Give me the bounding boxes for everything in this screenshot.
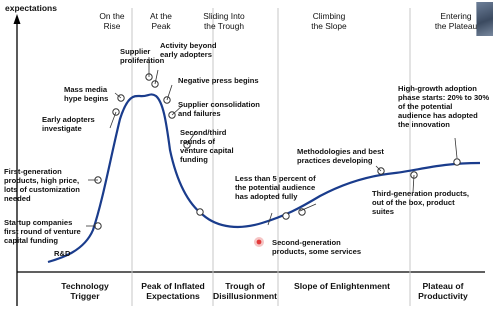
corner-thumbnail — [476, 2, 493, 36]
hype-curve — [47, 93, 481, 264]
cursor-dot — [256, 239, 262, 245]
milestone-marker — [282, 212, 290, 220]
annotation-third-gen: Third-generation products,out of the box… — [372, 189, 470, 216]
y-axis-arrow — [13, 14, 21, 24]
phase-bottom-label: Slope of Enlightenment — [294, 281, 390, 291]
milestone-markers — [94, 73, 461, 230]
annotation-negative-press: Negative press begins — [178, 76, 259, 85]
leader-lines — [86, 57, 458, 227]
y-axis-label: expectations — [5, 3, 57, 13]
milestone-marker — [453, 158, 461, 166]
annotation-rd: R&D — [54, 249, 71, 258]
milestone-marker — [196, 208, 204, 216]
